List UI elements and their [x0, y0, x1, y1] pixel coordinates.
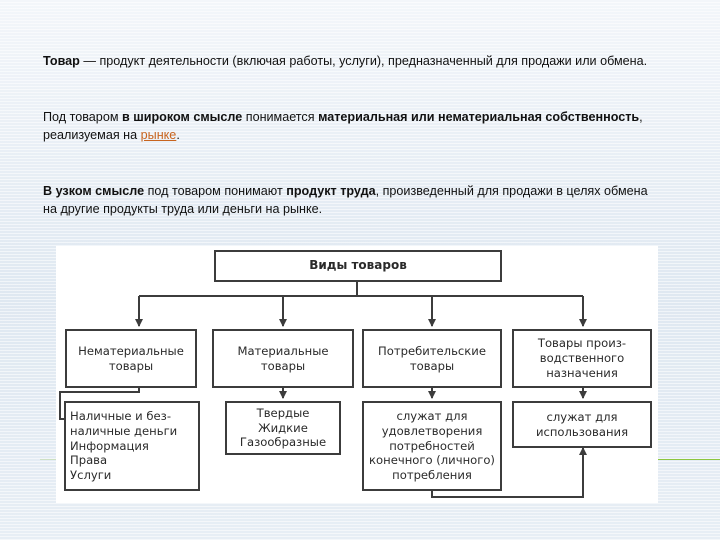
- purpose-consumer-goods: служат для удовлетворения потребностей к…: [362, 401, 502, 491]
- category-label-line: Материальные: [237, 343, 329, 358]
- example-item: Права: [70, 453, 108, 468]
- examples-intangible-goods: Наличные и без- наличные деньги Информац…: [64, 401, 200, 491]
- narrow-sense-term: В узком смысле: [43, 184, 145, 198]
- category-label-line: назначения: [546, 365, 618, 380]
- market-link[interactable]: рынке: [140, 128, 177, 143]
- definition-text: — продукт деятельности (включая работы, …: [79, 54, 648, 68]
- broad-sense-term: в широком смысле: [121, 110, 243, 124]
- category-label-line: водственного: [539, 351, 625, 366]
- example-item: Жидкие: [258, 420, 308, 435]
- purpose-industrial-goods: служат для использования: [512, 401, 652, 448]
- broad-text-2: понимается: [242, 110, 319, 124]
- diagram-root-box: Виды товаров: [214, 250, 502, 282]
- narrow-text-2: , произведенный для продажи в целях обме…: [43, 184, 648, 217]
- example-item: Услуги: [70, 468, 112, 483]
- category-label-line: товары: [409, 358, 455, 373]
- term-product: Товар: [43, 54, 80, 68]
- category-material-goods: Материальные товары: [212, 329, 354, 388]
- narrow-sense-paragraph: В узком смысле под товаром понимают прод…: [43, 182, 663, 219]
- root-title: Виды товаров: [309, 258, 407, 273]
- example-item: Информация: [70, 438, 149, 453]
- purpose-line: потребностей: [389, 438, 475, 453]
- connector-consumer-to-industrial: [431, 447, 587, 498]
- broad-text-3: , реализуемая на: [43, 110, 643, 143]
- broad-text-1: Под товаром: [43, 110, 122, 124]
- example-item: Наличные и без-: [70, 408, 172, 423]
- broad-sense-paragraph: Под товаром в широком смысле понимается …: [43, 108, 663, 145]
- example-item: наличные деньги: [70, 423, 178, 438]
- broad-text-4: .: [176, 128, 180, 143]
- example-item: Газообразные: [239, 435, 327, 450]
- category-label-line: Товары произ-: [537, 336, 627, 351]
- category-consumer-goods: Потребительские товары: [362, 329, 502, 388]
- diagram-connectors: [59, 282, 587, 498]
- category-label-line: Потребительские: [378, 343, 486, 358]
- purpose-line: потребления: [392, 468, 472, 483]
- category-label-line: Нематериальные: [78, 343, 184, 358]
- category-intangible-goods: Нематериальные товары: [65, 329, 197, 388]
- example-item: Твердые: [256, 405, 310, 420]
- purpose-line: служат для: [396, 408, 468, 423]
- purpose-line: служат для: [546, 409, 618, 424]
- purpose-line: удовлетворения: [381, 423, 483, 438]
- connector-intangible-to-examples: [59, 388, 140, 420]
- labor-product-term: продукт труда: [286, 184, 376, 198]
- purpose-line: использования: [535, 424, 629, 439]
- purpose-line: конечного (личного): [369, 453, 495, 468]
- category-label-line: товары: [260, 358, 306, 373]
- definition-paragraph: Товар — продукт деятельности (включая ра…: [43, 52, 663, 70]
- examples-material-goods: Твердые Жидкие Газообразные: [225, 401, 341, 455]
- property-term: материальная или нематериальная собствен…: [318, 110, 640, 124]
- category-label-line: товары: [108, 358, 154, 373]
- narrow-text-1: под товаром понимают: [144, 184, 287, 198]
- goods-types-diagram: Виды товаров Нематериальные товары Матер…: [56, 246, 658, 503]
- category-industrial-goods: Товары произ- водственного назначения: [512, 329, 652, 388]
